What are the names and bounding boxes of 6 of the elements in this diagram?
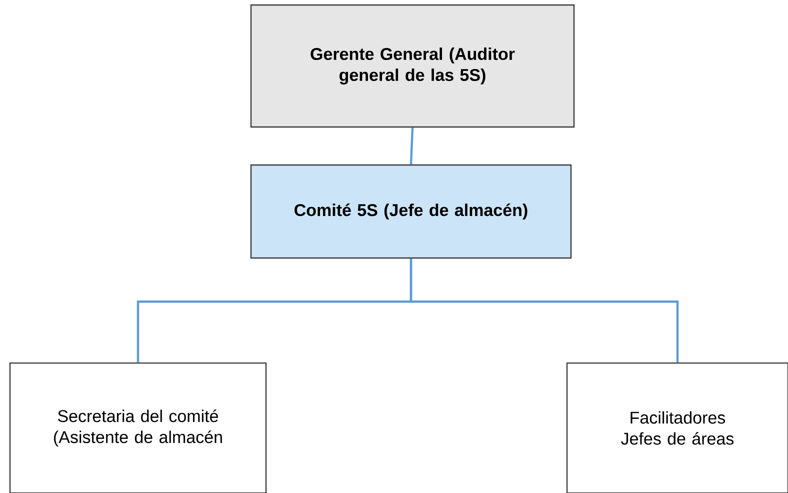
committee-box: Comité 5S (Jefe de almacén): [250, 164, 572, 259]
facilitators-box: Facilitadores Jefes de áreas: [566, 362, 788, 493]
connector-line: [410, 258, 679, 362]
manager-box: Gerente General (Auditor general de las 5S): [250, 4, 575, 128]
connector-line: [410, 128, 414, 164]
secretary-box: Secretaria del comité (Asistente de almacén: [9, 362, 267, 493]
